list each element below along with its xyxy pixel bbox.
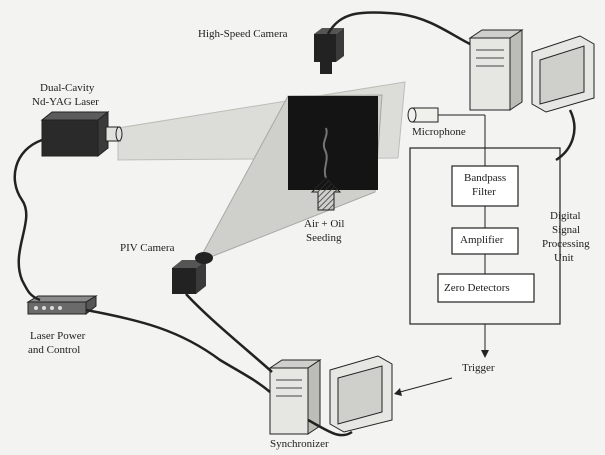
label-laser-power-line1: Laser Power	[30, 330, 86, 342]
label-microphone: Microphone	[412, 126, 466, 138]
cables	[13, 11, 576, 437]
laser-power-control	[26, 295, 98, 316]
zero-detectors-box	[437, 273, 535, 303]
smoke-plume	[322, 127, 328, 179]
label-high-speed-camera: High-Speed Camera	[198, 28, 288, 40]
label-seeding-line2: Seeding	[306, 232, 342, 244]
label-seeding-line1: Air + Oil	[304, 218, 345, 230]
flow-window	[288, 96, 378, 190]
trigger-arrowhead	[481, 350, 489, 358]
label-bandpass-line1: Bandpass	[464, 172, 507, 184]
label-piv-camera: PIV Camera	[120, 242, 175, 254]
microphone	[407, 107, 439, 123]
label-zero-detectors: Zero Detectors	[444, 282, 510, 294]
seeding-arrow	[310, 177, 342, 211]
computer-top	[468, 29, 595, 113]
synchronizer-computer	[268, 355, 393, 435]
label-dsp-line2: Signal	[552, 224, 581, 236]
label-trigger: Trigger	[462, 362, 495, 374]
trigger-to-monitor-arrowhead	[394, 388, 402, 396]
label-dsp-line1: Digital	[550, 210, 581, 222]
label-dsp-line3: Processing	[542, 238, 590, 250]
laser-unit	[40, 110, 123, 158]
label-synchronizer: Synchronizer	[270, 438, 329, 450]
trigger-to-monitor	[399, 377, 453, 393]
label-laser-line1: Dual-Cavity	[40, 82, 95, 94]
label-bandpass-line2: Filter	[472, 186, 496, 198]
label-laser-line2: Nd-YAG Laser	[32, 96, 99, 108]
label-dsp-line4: Unit	[554, 252, 574, 264]
label-amplifier: Amplifier	[460, 234, 504, 246]
piv-camera	[172, 252, 213, 294]
label-laser-power-line2: and Control	[28, 344, 81, 356]
high-speed-camera	[314, 28, 344, 74]
